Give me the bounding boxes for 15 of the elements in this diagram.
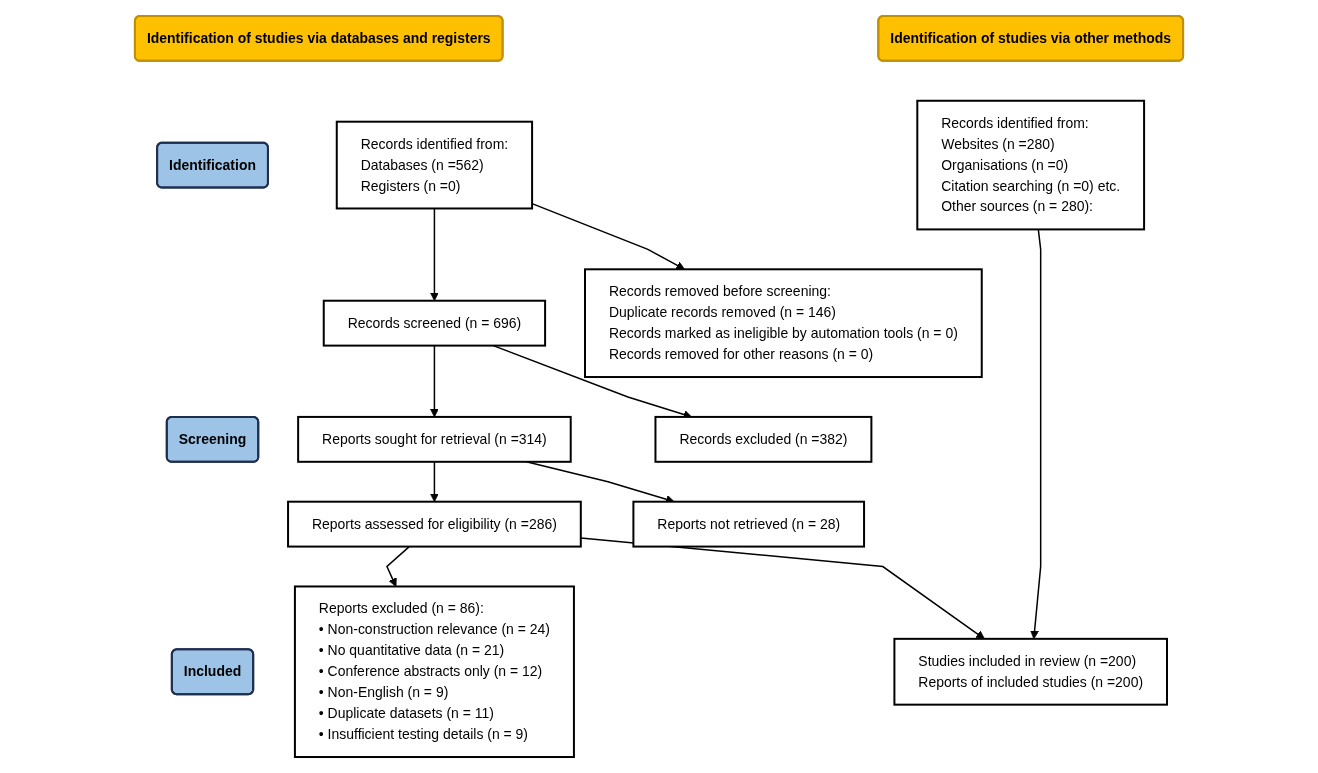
arrow (386, 545, 411, 587)
node-box: Reports not retrieved (n = 28) (632, 500, 866, 548)
node-box: Studies included in review (n =200) Reports of included studies (n =200) (893, 637, 1168, 706)
node-box: Records screened (n = 696) (322, 299, 547, 347)
node-box: Records identified from: Websites (n =280) Organisations (n =0) Citation searching (n =0) etc. Other sources (n = 280): (916, 99, 1146, 231)
node-box: Reports sought for retrieval (n =314) (297, 415, 572, 463)
node-box: Reports excluded (n = 86): • Non-construction relevance (n = 24) • No quantitative data (n = 21) • Conference abstracts only (n = 12) • Non-English (n = 9) • Duplicate datasets (n = 11) • Insufficient testing details (n = 9) (293, 585, 575, 758)
node-box: Reports assessed for eligibility (n =286) (287, 500, 582, 548)
arrow (430, 461, 439, 503)
arrow (430, 207, 439, 302)
node-box: Records excluded (n =382) (654, 415, 873, 463)
arrow (1030, 228, 1042, 640)
node-box: Records identified from: Databases (n =562) Registers (n =0) (335, 120, 534, 210)
arrow (430, 344, 439, 418)
node-box: Records removed before screening: Duplicate records removed (n = 146) Records marked as ineligible by automation tools (n = 0) Records removed for other reasons (n = 0) (584, 268, 983, 379)
